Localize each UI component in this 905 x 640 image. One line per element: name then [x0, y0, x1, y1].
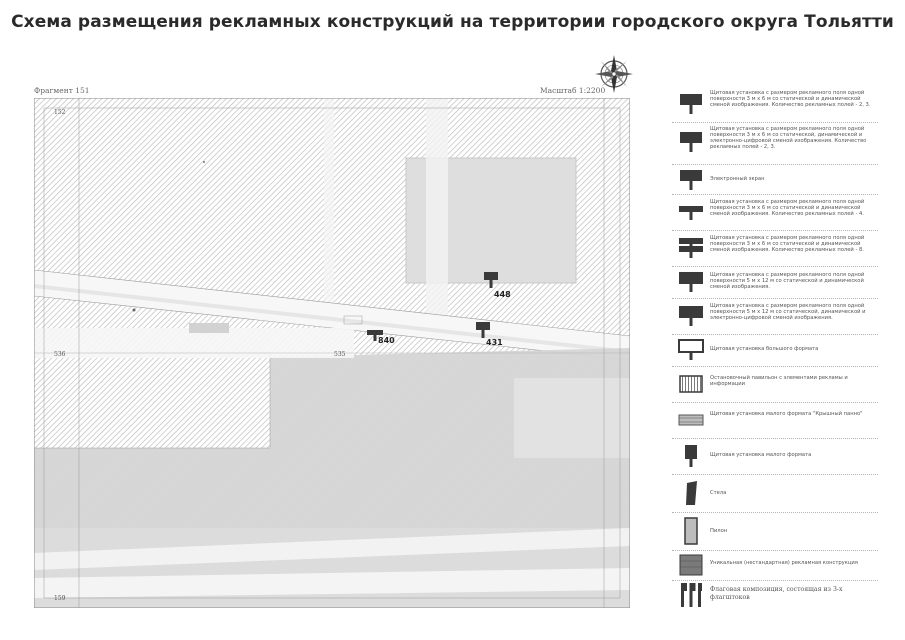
legend-panel: Щитовая установка с размером рекламного … — [672, 86, 878, 610]
marker-label-840: 840 — [378, 336, 395, 345]
legend-item: Щитовая установка с размером рекламного … — [672, 266, 878, 299]
legend-item-text: Щитовая установка большого формата — [710, 346, 819, 352]
legend-item: Щитовая установка малого формата "Крышны… — [672, 402, 878, 439]
legend-item-text: Щитовая установка с размером рекламного … — [710, 235, 865, 254]
legend-item-text: Остановочный павильон с элементами рекла… — [710, 375, 848, 388]
frame-number-mid-center: 535 — [334, 351, 346, 358]
flag-composition-icon — [681, 583, 702, 607]
legend-item: Стела — [672, 474, 878, 513]
legend-item-text: Флаговая композиция, состоящая из 3-х фл… — [710, 586, 843, 601]
legend-item-text: Щитовая установка с размером рекламного … — [710, 199, 865, 218]
legend-item-text: Щитовая установка с размером рекламного … — [710, 126, 867, 151]
billboard-4-fields-icon — [679, 206, 703, 220]
legend-item-text: Стела — [710, 490, 727, 496]
scale-label: Масштаб 1:2200 — [540, 86, 606, 95]
legend-item: Уникальная (нестандартная) рекламная кон… — [672, 550, 878, 581]
billboard-5x12-icon — [679, 272, 703, 292]
frame-number-top-left: 152 — [54, 109, 66, 116]
marker-label-431: 431 — [486, 338, 503, 347]
billboard-8-fields-icon — [679, 238, 703, 258]
legend-item-text: Уникальная (нестандартная) рекламная кон… — [710, 560, 858, 566]
legend-item: Пилон — [672, 512, 878, 551]
ad-marker-431[interactable]: 431 — [476, 322, 503, 347]
ad-marker-840[interactable]: 840 — [367, 330, 395, 345]
legend-item: Щитовая установка с размером рекламного … — [672, 122, 878, 165]
fragment-label: Фрагмент 151 — [34, 86, 90, 95]
kiosk-icon — [679, 375, 703, 393]
pylon-icon — [684, 517, 698, 545]
legend-item: Флаговая композиция, состоящая из 3-х фл… — [672, 580, 878, 610]
legend-item-text: Щитовая установка малого формата — [710, 452, 812, 458]
page-title: Схема размещения рекламных конструкций н… — [11, 12, 894, 32]
legend-item-text: Электронный экран — [710, 176, 765, 182]
legend-item: Щитовая установка большого формата — [672, 334, 878, 367]
marker-label-448: 448 — [494, 290, 511, 299]
large-format-billboard-icon — [678, 339, 704, 360]
legend-item-text: Щитовая установка малого формата "Крышны… — [710, 411, 863, 417]
stele-icon — [686, 481, 697, 505]
small-format-icon — [685, 445, 697, 467]
crown-panel-icon — [678, 414, 704, 426]
billboard-3x6-digital-icon — [680, 132, 702, 152]
legend-item: Щитовая установка с размером рекламного … — [672, 298, 878, 335]
unique-construction-icon — [679, 554, 703, 576]
legend-item-text: Щитовая установка с размером рекламного … — [710, 90, 871, 109]
billboard-3x6-icon — [680, 94, 702, 114]
legend-item: Щитовая установка с размером рекламного … — [672, 194, 878, 231]
electronic-screen-icon — [680, 170, 702, 190]
legend-item: Щитовая установка с размером рекламного … — [672, 86, 878, 123]
legend-item: Щитовая установка с размером рекламного … — [672, 230, 878, 267]
legend-item-text: Пилон — [710, 528, 728, 534]
legend-item-text: Щитовая установка с размером рекламного … — [710, 303, 866, 322]
legend-item: Щитовая установка малого формата — [672, 438, 878, 475]
hatched-lot — [34, 352, 271, 449]
compass-rose-icon — [595, 55, 633, 93]
legend-item-text: Щитовая установка с размером рекламного … — [710, 272, 865, 291]
billboard-5x12-digital-icon — [679, 306, 703, 326]
frame-number-bottom-left: 159 — [54, 595, 66, 602]
frame-number-mid-left: 536 — [54, 351, 66, 358]
ad-marker-448[interactable]: 448 — [484, 272, 511, 299]
legend-item: Электронный экран — [672, 164, 878, 195]
legend-item: Остановочный павильон с элементами рекла… — [672, 366, 878, 403]
map-fragment: 152 536 535 159 448 840 431 — [34, 98, 630, 608]
